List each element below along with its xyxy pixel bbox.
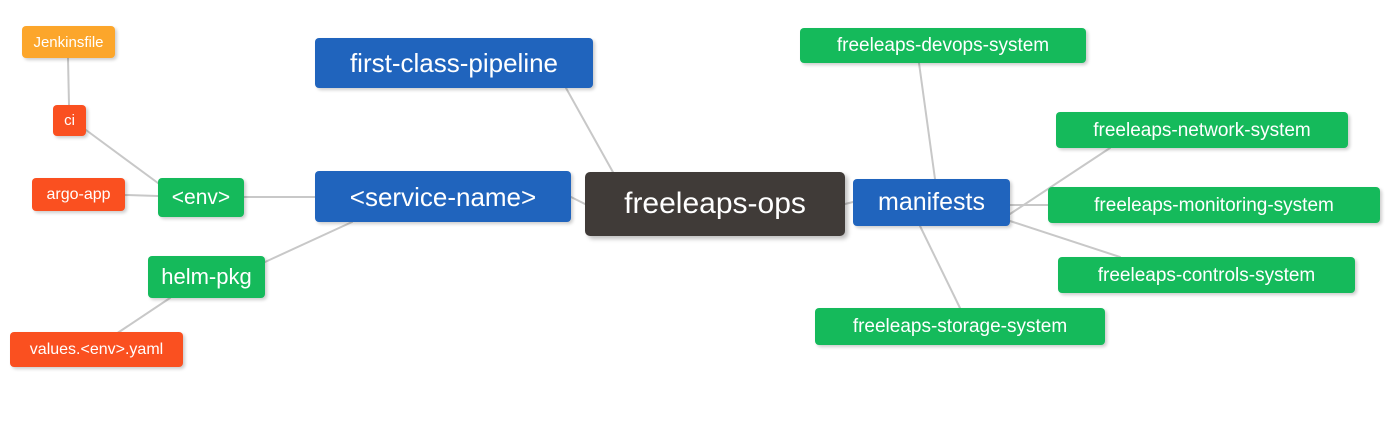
edge-root-to-manifests (844, 201, 854, 205)
mindmap-node-root[interactable]: freeleaps-ops (585, 172, 845, 236)
mindmap-node-service[interactable]: <service-name> (315, 171, 571, 222)
mindmap-node-monitoring[interactable]: freeleaps-monitoring-system (1048, 187, 1380, 223)
edge-manifests-to-storage (919, 225, 961, 309)
mindmap-node-storage[interactable]: freeleaps-storage-system (815, 308, 1105, 345)
node-label: Jenkinsfile (33, 33, 104, 51)
edge-ci-to-jenkinsfile (67, 57, 70, 106)
node-label: freeleaps-devops-system (836, 35, 1050, 56)
mindmap-node-values[interactable]: values.<env>.yaml (10, 332, 183, 367)
mindmap-node-env[interactable]: <env> (158, 178, 244, 217)
node-label: freeleaps-storage-system (852, 316, 1068, 337)
mindmap-node-manifests[interactable]: manifests (853, 179, 1010, 226)
mindmap-node-network[interactable]: freeleaps-network-system (1056, 112, 1348, 148)
node-label: values.<env>.yaml (29, 340, 164, 358)
edge-root-to-pipeline (565, 87, 615, 175)
node-label: <env> (171, 186, 231, 209)
node-label: argo-app (46, 185, 111, 203)
mindmap-node-ci[interactable]: ci (53, 105, 86, 136)
edge-helm-to-values (115, 297, 171, 335)
node-label: manifests (878, 188, 985, 216)
node-label: <service-name> (349, 181, 537, 212)
node-label: helm-pkg (161, 264, 252, 289)
node-label: freeleaps-monitoring-system (1094, 194, 1334, 216)
mindmap-node-devops[interactable]: freeleaps-devops-system (800, 28, 1086, 63)
mindmap-node-controls[interactable]: freeleaps-controls-system (1058, 257, 1355, 293)
mindmap-node-jenkinsfile[interactable]: Jenkinsfile (22, 26, 115, 58)
node-label: freeleaps-controls-system (1097, 264, 1316, 286)
node-label: freeleaps-ops (624, 187, 806, 220)
mindmap-node-pipeline[interactable]: first-class-pipeline (315, 38, 593, 88)
edge-manifests-to-controls (1009, 220, 1121, 258)
edge-root-to-service (570, 196, 586, 205)
node-label: freeleaps-network-system (1093, 119, 1311, 141)
mindmap-node-argo[interactable]: argo-app (32, 178, 125, 211)
edge-env-to-argo (124, 194, 159, 197)
node-label: ci (64, 112, 75, 129)
edge-service-to-helm (264, 221, 353, 263)
edge-manifests-to-devops (918, 62, 936, 180)
mindmap-node-helm[interactable]: helm-pkg (148, 256, 265, 298)
node-label: first-class-pipeline (349, 48, 559, 78)
